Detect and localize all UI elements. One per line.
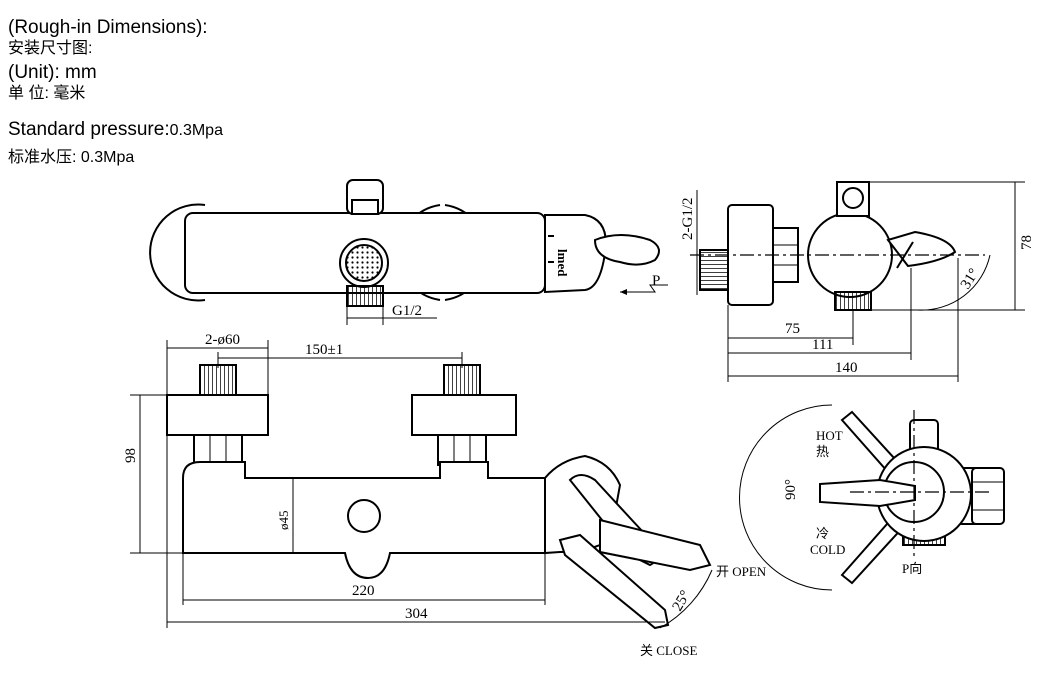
body-dia: ø45 (276, 511, 291, 531)
pressure-en-value: 0.3Mpa (169, 122, 223, 139)
angle-90: 90° (783, 479, 799, 500)
cold-cn: 冷 (816, 526, 829, 541)
brand-label: lmed (555, 249, 570, 277)
pressure-en: Standard pressure:0.3Mpa (8, 120, 223, 139)
dim-140: 140 (835, 360, 858, 376)
top-view: lmed P G1/2 (149, 179, 668, 325)
dim-75: 75 (785, 321, 800, 337)
p-direction: P向 (902, 561, 922, 576)
front-view: 2-ø60 150±1 98 ø45 (123, 332, 767, 658)
angle-31: 31° (958, 266, 983, 292)
hot-cn: 热 (816, 444, 829, 459)
title-en: (Rough-in Dimensions): (8, 17, 208, 38)
direction-label-top: P (652, 273, 660, 289)
close-label: 关 CLOSE (640, 643, 697, 658)
dim-111: 111 (812, 337, 833, 353)
thread-label-top: G1/2 (392, 303, 422, 319)
height-98: 98 (123, 448, 139, 463)
pressure-en-label: Standard pressure: (8, 119, 170, 140)
angle-25: 25° (670, 588, 694, 614)
title-cn: 安装尺寸图: (8, 40, 93, 57)
height-78: 78 (1019, 235, 1035, 250)
length-304: 304 (405, 606, 428, 622)
unit-cn: 单 位: 毫米 (8, 85, 86, 102)
p-direction-view: 90° HOT 热 冷 COLD P向 (739, 404, 1005, 591)
unit-en: (Unit): mm (8, 62, 97, 83)
hot-en: HOT (816, 428, 843, 443)
cold-en: COLD (810, 542, 845, 557)
side-view: 2-G1/2 78 31° 75 111 (680, 181, 1035, 382)
pressure-cn: 标准水压: 0.3Mpa (8, 149, 135, 166)
thread-label-side: 2-G1/2 (680, 198, 696, 241)
inlet-dia: 2-ø60 (205, 332, 240, 348)
length-220: 220 (352, 583, 375, 599)
spacing-150: 150±1 (305, 342, 343, 358)
open-label: 开 OPEN (716, 564, 767, 579)
